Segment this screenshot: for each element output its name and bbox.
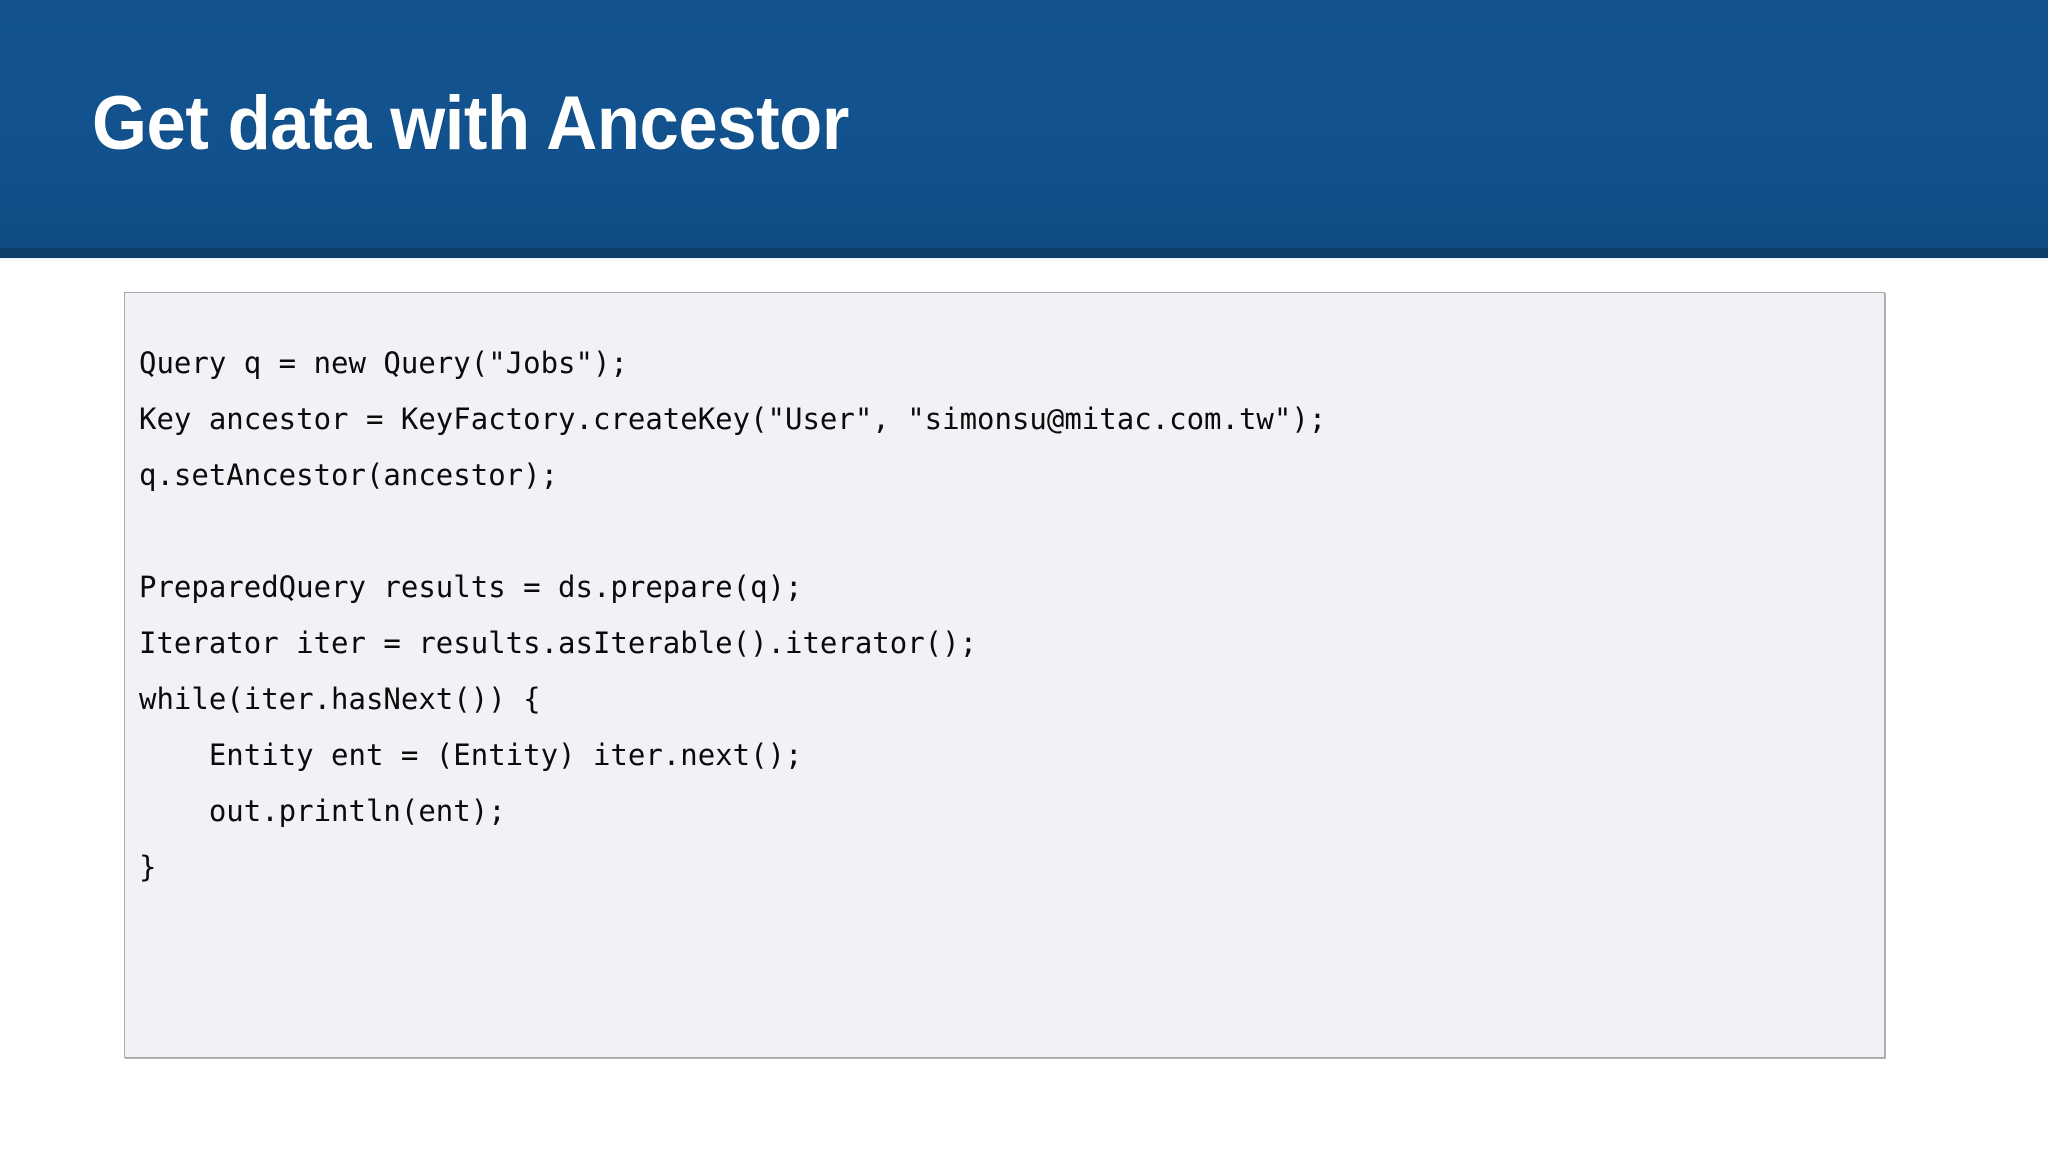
- slide-header-band: [0, 0, 2048, 248]
- slide-header-underline: [0, 248, 2048, 258]
- code-line: Iterator iter = results.asIterable().ite…: [139, 626, 978, 660]
- code-line: Entity ent = (Entity) iter.next();: [139, 738, 803, 772]
- page-title: Get data with Ancestor: [92, 81, 849, 166]
- code-line: Key ancestor = KeyFactory.createKey("Use…: [139, 402, 1327, 436]
- code-line: }: [139, 850, 157, 884]
- slide-header-underline-glow: [0, 258, 2048, 262]
- code-line: q.setAncestor(ancestor);: [139, 458, 559, 492]
- code-line: PreparedQuery results = ds.prepare(q);: [139, 570, 803, 604]
- code-line: out.println(ent);: [139, 794, 506, 828]
- code-block: Query q = new Query("Jobs"); Key ancestor…: [124, 292, 1885, 1058]
- code-line: [139, 503, 1884, 559]
- code-line: while(iter.hasNext()) {: [139, 682, 541, 716]
- code-line: Query q = new Query("Jobs");: [139, 346, 628, 380]
- code-line-list: Query q = new Query("Jobs"); Key ancestor…: [139, 335, 1884, 895]
